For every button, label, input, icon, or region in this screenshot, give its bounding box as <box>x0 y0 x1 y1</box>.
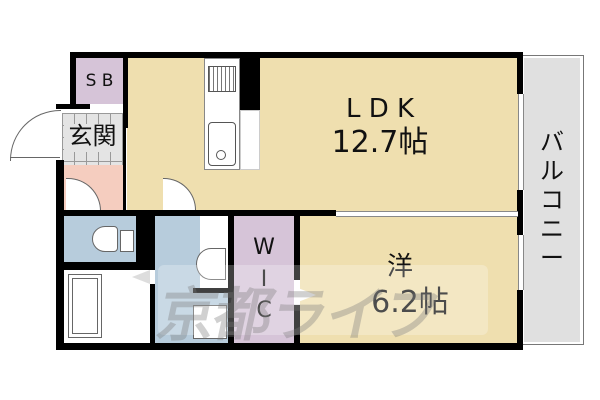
wall-right-lower <box>517 290 523 350</box>
sink-drain <box>216 150 226 160</box>
sliding-door-western[interactable] <box>336 211 518 217</box>
bathtub-inner <box>72 278 98 334</box>
wall-wash-right <box>228 210 234 346</box>
entrance-label-bg <box>64 124 122 152</box>
balcony-label: バルコニー <box>540 128 564 272</box>
walk-in-closet <box>234 216 294 343</box>
toilet-icon[interactable] <box>92 226 118 252</box>
wall-sb-right <box>123 52 128 128</box>
entrance-door[interactable] <box>10 110 61 161</box>
wic-label-w: W <box>253 235 275 260</box>
fridge-space <box>240 110 260 170</box>
watermark: 京都ライフ <box>151 281 447 349</box>
wall-kitchen-column <box>240 52 260 110</box>
wall-right-upper <box>517 52 523 94</box>
stove-icon <box>208 66 236 92</box>
watermark-bg <box>158 265 488 335</box>
wic-label-c: C <box>256 298 272 323</box>
western-label: 洋 <box>386 252 413 282</box>
wall-wic-right <box>294 210 300 280</box>
ldk-room <box>127 58 518 212</box>
sb-label: S B <box>85 71 114 91</box>
wall-left <box>56 160 64 350</box>
sink-icon <box>208 122 236 166</box>
toilet-tank <box>120 230 134 252</box>
wall-bath-right <box>150 284 155 346</box>
entrance-label: 玄関 <box>68 122 117 150</box>
balcony-floor <box>524 58 580 342</box>
western-area: 6.2帖 <box>371 285 449 320</box>
entrance-door-line <box>10 157 60 158</box>
wic-label-i: I <box>260 267 268 292</box>
washbasin-bowl <box>196 248 226 280</box>
window-ldk[interactable] <box>518 94 524 190</box>
wall-hall-right <box>123 128 126 210</box>
wall-sb-bottom <box>56 104 90 109</box>
wall-left-sb <box>70 52 76 106</box>
window-western[interactable] <box>518 235 524 290</box>
ldk-label: L D K <box>345 94 415 124</box>
bathtub-icon <box>68 274 102 338</box>
western-room <box>300 215 518 343</box>
wall-wic-right-low <box>294 305 300 345</box>
bathroom <box>64 270 150 343</box>
wall-bottom <box>56 343 520 350</box>
washing-machine-icon <box>193 305 227 339</box>
ldk-area: 12.7帖 <box>331 125 429 160</box>
wall-toilet-right <box>136 210 155 270</box>
wall-toilet-bottom <box>56 262 150 270</box>
storage-sb <box>76 58 123 104</box>
wall-right-mid <box>517 190 523 235</box>
wall-wash-mid <box>193 288 228 293</box>
wall-mid-horizontal <box>56 210 336 216</box>
wall-top <box>70 52 520 58</box>
